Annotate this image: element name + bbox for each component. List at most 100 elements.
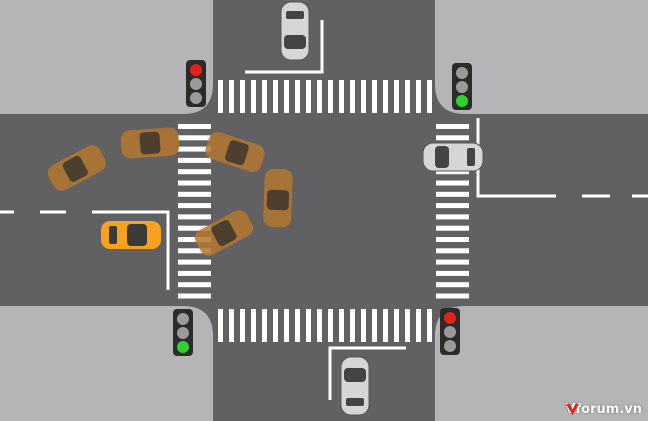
windshield bbox=[284, 35, 306, 49]
turning-car-ghost bbox=[120, 127, 180, 159]
watermark-text: Vforum.vn bbox=[565, 402, 642, 417]
yellow-light-icon bbox=[190, 78, 202, 90]
north-car bbox=[280, 1, 310, 61]
crosswalk-stripe bbox=[284, 80, 289, 113]
rear-window bbox=[467, 148, 475, 166]
crosswalk-stripe bbox=[436, 237, 469, 242]
stop-line-west bbox=[92, 210, 170, 290]
crosswalk-stripe bbox=[372, 309, 377, 342]
crosswalk-stripe bbox=[416, 309, 421, 342]
crosswalk-stripe bbox=[178, 259, 211, 265]
crosswalk-stripe bbox=[328, 309, 333, 342]
green-light-icon bbox=[177, 341, 189, 353]
crosswalk-stripe bbox=[240, 309, 245, 342]
south-car bbox=[340, 356, 370, 416]
crosswalk-stripe bbox=[317, 80, 322, 113]
crosswalk-stripe bbox=[251, 80, 256, 113]
crosswalk-stripe bbox=[229, 80, 234, 113]
rear-window bbox=[109, 226, 117, 244]
green-light-icon bbox=[190, 92, 202, 104]
crosswalk-stripe bbox=[436, 169, 469, 175]
crosswalk-stripe bbox=[218, 80, 223, 113]
crosswalk-stripe bbox=[178, 157, 211, 163]
crosswalk-stripe bbox=[251, 309, 256, 342]
stop-line-north bbox=[245, 20, 324, 74]
yellow-light-icon bbox=[177, 327, 189, 339]
crosswalk-stripe bbox=[295, 80, 300, 113]
crosswalk-stripe bbox=[350, 80, 355, 113]
crosswalk-stripe bbox=[394, 309, 399, 342]
crosswalk-stripe bbox=[178, 282, 211, 288]
turning-car bbox=[101, 221, 161, 249]
crosswalk-stripe bbox=[273, 80, 278, 113]
crosswalk-stripe bbox=[361, 309, 366, 342]
windshield bbox=[435, 146, 449, 168]
crosswalk-stripe bbox=[350, 309, 355, 342]
crosswalk-stripe bbox=[427, 80, 432, 113]
crosswalk-stripe bbox=[178, 214, 211, 220]
crosswalk-bottom bbox=[218, 309, 432, 342]
red-light-icon bbox=[177, 313, 189, 325]
crosswalk-left bbox=[178, 124, 211, 299]
crosswalk-stripe bbox=[339, 80, 344, 113]
traffic-light-bottom-left bbox=[173, 309, 193, 356]
crosswalk-stripe bbox=[436, 282, 469, 288]
crosswalk-stripe bbox=[361, 80, 366, 113]
crosswalk-stripe bbox=[295, 309, 300, 342]
crosswalk-stripe bbox=[240, 80, 245, 113]
crosswalk-stripe bbox=[178, 169, 211, 175]
crosswalk-stripe bbox=[436, 203, 469, 209]
yellow-light-icon bbox=[456, 81, 468, 93]
crosswalk-stripe bbox=[328, 80, 333, 113]
crosswalk-stripe bbox=[436, 293, 469, 299]
rear-window bbox=[346, 398, 364, 406]
red-light-icon bbox=[190, 64, 202, 76]
crosswalk-stripe bbox=[178, 225, 211, 231]
crosswalk-stripe bbox=[339, 309, 344, 342]
turning-car-ghost bbox=[47, 145, 107, 191]
crosswalk-stripe bbox=[262, 80, 267, 113]
crosswalk-stripe bbox=[218, 309, 223, 342]
crosswalk-stripe bbox=[405, 80, 410, 113]
green-light-icon bbox=[456, 95, 468, 107]
stop-line-south bbox=[328, 346, 406, 400]
crosswalk-stripe bbox=[229, 309, 234, 342]
crosswalk-stripe bbox=[436, 248, 469, 254]
turning-car-ghost bbox=[194, 210, 254, 256]
red-light-icon bbox=[456, 67, 468, 79]
traffic-light-top-right bbox=[452, 63, 472, 110]
crosswalk-stripe bbox=[262, 309, 267, 342]
turning-car-ghost bbox=[263, 168, 293, 228]
crosswalk-stripe bbox=[405, 309, 410, 342]
crosswalk-stripe bbox=[436, 259, 469, 265]
crosswalk-stripe bbox=[383, 309, 388, 342]
crosswalk-stripe bbox=[178, 270, 211, 276]
crosswalk-stripe bbox=[178, 293, 211, 299]
yellow-light-icon bbox=[444, 326, 456, 338]
crosswalk-stripe bbox=[273, 309, 278, 342]
crosswalk-stripe bbox=[317, 309, 322, 342]
crosswalk-stripe bbox=[178, 135, 211, 141]
windshield bbox=[344, 368, 366, 382]
red-light-icon bbox=[444, 312, 456, 324]
v-logo-icon bbox=[566, 403, 580, 416]
horizontal-road bbox=[0, 114, 648, 306]
curb-corner-bl bbox=[183, 306, 213, 336]
curb-corner-tr bbox=[435, 84, 465, 114]
crosswalk-stripe bbox=[372, 80, 377, 113]
crosswalk-stripe bbox=[178, 180, 211, 186]
crosswalk-stripe bbox=[178, 124, 211, 129]
turning-car-path bbox=[47, 127, 293, 256]
windshield bbox=[127, 224, 147, 246]
crosswalk-stripe bbox=[178, 237, 211, 242]
traffic-light-top-left bbox=[186, 60, 206, 107]
crosswalk-stripe bbox=[178, 146, 211, 152]
watermark: Vforum.vn bbox=[565, 402, 642, 417]
rear-window bbox=[286, 11, 304, 19]
crosswalk-stripe bbox=[383, 80, 388, 113]
crosswalk-stripe bbox=[306, 309, 311, 342]
crosswalk-stripe bbox=[436, 180, 469, 186]
crosswalk-stripe bbox=[436, 191, 469, 197]
